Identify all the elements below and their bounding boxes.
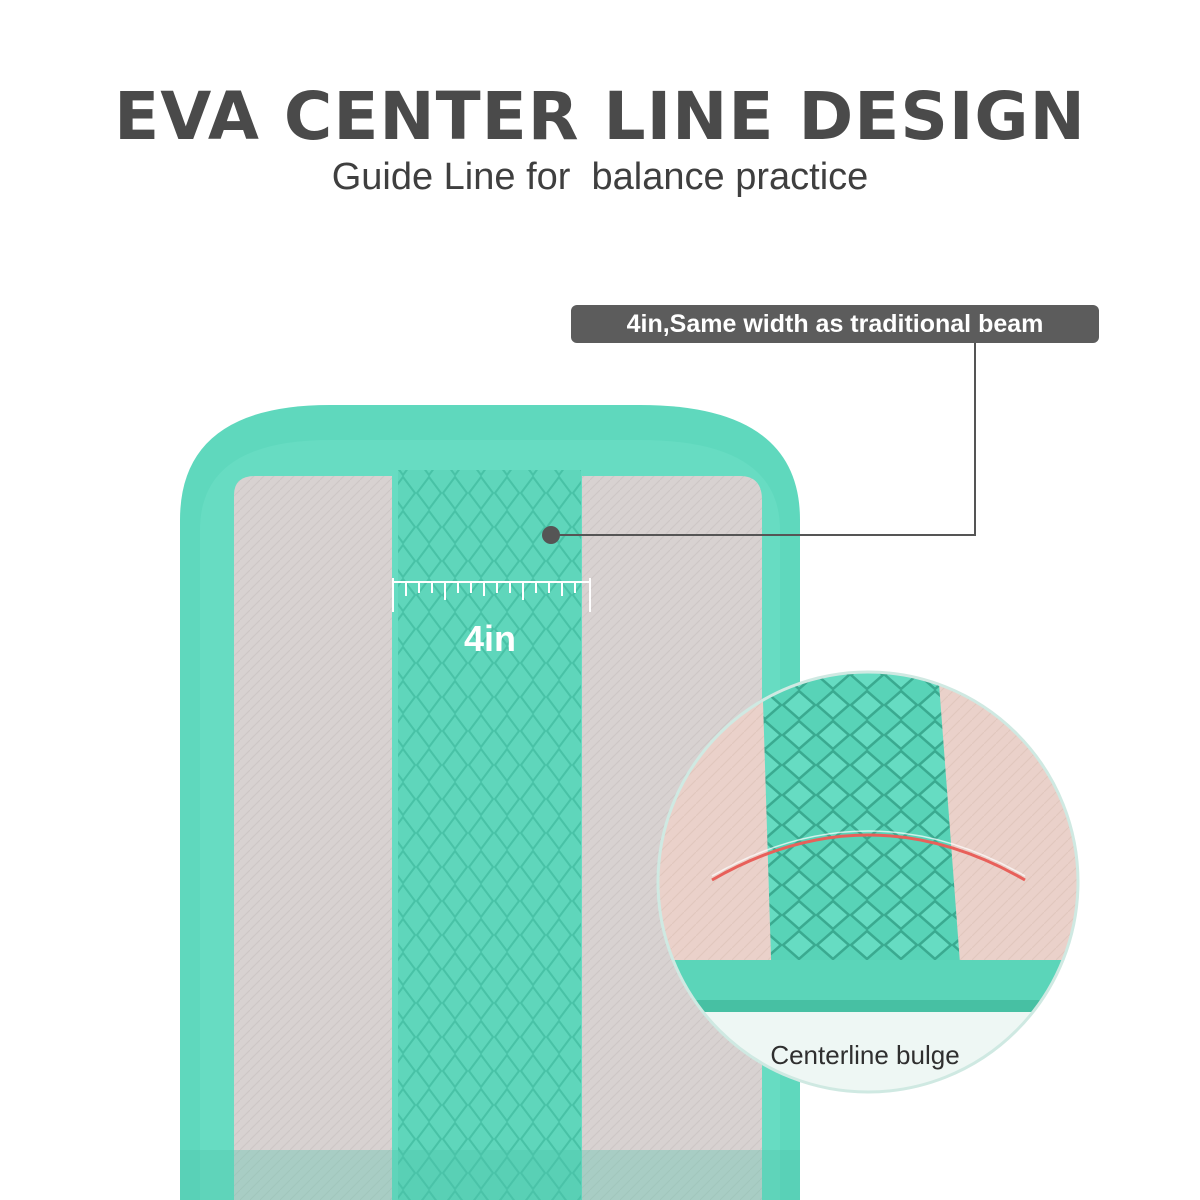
zoomed-guide-line <box>762 672 962 990</box>
centerline-bulge-label: Centerline bulge <box>770 1040 960 1070</box>
zoom-detail <box>656 670 1080 1094</box>
callout-leader-line <box>542 343 976 544</box>
left-panel <box>234 476 392 1200</box>
subheadline: Guide Line for balance practice <box>331 156 869 198</box>
width-callout-label: 4in,Same width as traditional beam <box>571 305 1099 343</box>
headline: EVA CENTER LINE DESIGN <box>114 78 1086 155</box>
width-measurement-label: 4in <box>463 618 516 659</box>
centerline-bulge-curve <box>711 833 1026 882</box>
center-guide-line <box>398 470 581 1200</box>
ruler-icon <box>392 578 591 612</box>
